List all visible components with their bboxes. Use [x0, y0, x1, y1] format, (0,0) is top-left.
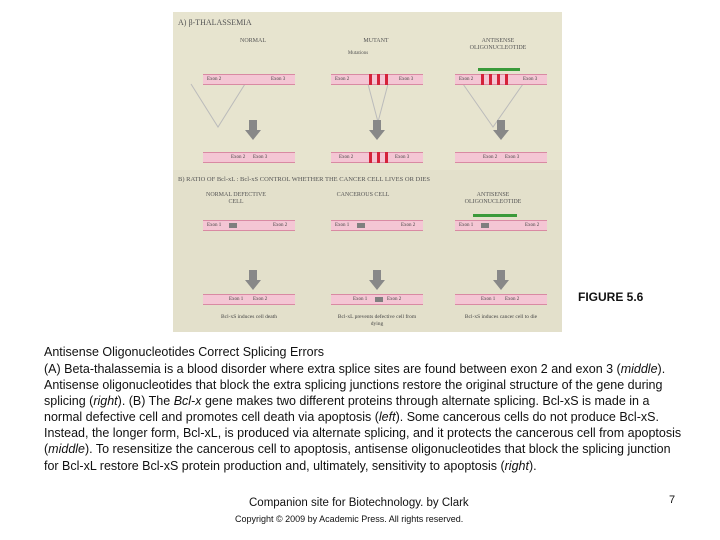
arrow-stem [373, 120, 381, 130]
panel-a-col1-bottom-strip: Exon 2 Exon 3 [203, 152, 295, 163]
exon-label: Exon 2 [459, 77, 474, 82]
mutation-mark [377, 74, 380, 85]
splice-site-mark [357, 223, 365, 228]
antisense-oligo-b [473, 214, 517, 217]
exon-label: Exon 3 [395, 155, 410, 160]
panel-a-col2-top-strip: Exon 2 Exon 3 [331, 74, 423, 85]
panel-a-col3-title: ANTISENSE OLIGONUCLEOTIDE [469, 38, 527, 51]
antisense-oligo-a [478, 68, 520, 71]
arrow-stem [497, 270, 505, 280]
exon-label: Exon 1 [335, 223, 350, 228]
page-number: 7 [669, 494, 676, 506]
mutation-mark [481, 74, 484, 85]
caption-emphasis: Bcl-x [173, 394, 202, 409]
caption-emphasis: right [93, 394, 118, 409]
exon-label: Exon 2 [525, 223, 540, 228]
down-arrow-icon [493, 280, 509, 290]
caption-text: ). [528, 458, 537, 473]
caption-text: ). (B) The [117, 394, 174, 409]
mutation-mark [369, 152, 372, 163]
panel-a-col3-top-strip: Exon 2 Exon 3 [455, 74, 547, 85]
panel-b-col3-top-strip: Exon 1 Exon 2 [455, 220, 547, 231]
panel-b-col1-bottom-strip: Exon 1 Exon 2 [203, 294, 295, 305]
exon-label: Exon 2 [401, 223, 416, 228]
caption-title: Antisense Oligonucleotides Correct Splic… [44, 345, 324, 359]
arrow-stem [249, 270, 257, 280]
panel-b-col2-caption: Bcl-xL prevents defective cell from dyin… [337, 314, 417, 327]
splice-site-mark [229, 223, 237, 228]
down-arrow-icon [369, 130, 385, 140]
exon-label: Exon 2 [335, 77, 350, 82]
mutation-mark [377, 152, 380, 163]
exon-label: Exon 2 [253, 297, 268, 302]
exon-label: Exon 1 [207, 223, 222, 228]
caption-text: ). To resensitize the cancerous cell to … [44, 442, 671, 473]
exon-label: Exon 3 [399, 77, 414, 82]
panel-a-col1-title: NORMAL [239, 38, 266, 44]
splice-site-mark [375, 297, 383, 302]
down-arrow-icon [493, 130, 509, 140]
caption-text: ). Some cancerous cells do not produce B… [44, 410, 682, 457]
exon-label: Exon 2 [387, 297, 402, 302]
panel-a-col2-bottom-strip: Exon 2 Exon 3 [331, 152, 423, 163]
exon-label: Exon 2 [231, 155, 246, 160]
panel-b-col3-title: ANTISENSE OLIGONUCLEOTIDE [464, 192, 522, 205]
exon-label: Exon 2 [273, 223, 288, 228]
panel-a-col2-title: MUTANT [363, 38, 389, 44]
mutation-mark [385, 74, 388, 85]
exon-label: Exon 2 [339, 155, 354, 160]
caption-text: (A) Beta-thalassemia is a blood disorder… [44, 362, 621, 376]
caption-emphasis: left [378, 410, 396, 425]
panel-b-col2-title: CANCEROUS CELL [336, 192, 390, 198]
down-arrow-icon [245, 130, 261, 140]
splicing-figure: A) β-THALASSEMIA NORMAL MUTANT Mutations… [173, 12, 562, 332]
caption-emphasis: middle [48, 442, 85, 457]
mutation-mark [369, 74, 372, 85]
arrow-stem [249, 120, 257, 130]
exon-label: Exon 2 [483, 155, 498, 160]
figure-label: FIGURE 5.6 [578, 290, 644, 304]
exon-label: Exon 1 [481, 297, 496, 302]
exon-label: Exon 2 [207, 77, 222, 82]
panel-a-col3-bottom-strip: Exon 2 Exon 3 [455, 152, 547, 163]
exon-label: Exon 2 [505, 297, 520, 302]
exon-label: Exon 1 [353, 297, 368, 302]
mutation-mark [385, 152, 388, 163]
panel-a-col1-top-strip: Exon 2 Exon 3 [203, 74, 295, 85]
exon-label: Exon 3 [505, 155, 520, 160]
down-arrow-icon [369, 280, 385, 290]
panel-b-col2-bottom-strip: Exon 1 Exon 2 [331, 294, 423, 305]
caption-emphasis: right [504, 458, 529, 473]
copyright-text: Copyright © 2009 by Academic Press. All … [235, 514, 464, 524]
panel-b-bg [173, 170, 562, 332]
panel-a-label: A) β-THALASSEMIA [178, 18, 252, 27]
caption-text: gene makes two different proteins throug… [44, 394, 650, 425]
panel-b-col1-top-strip: Exon 1 Exon 2 [203, 220, 295, 231]
exon-label: Exon 1 [459, 223, 474, 228]
mutation-mark [505, 74, 508, 85]
panel-b-col3-bottom-strip: Exon 1 Exon 2 [455, 294, 547, 305]
exon-label: Exon 1 [229, 297, 244, 302]
arrow-stem [497, 120, 505, 130]
exon-label: Exon 3 [253, 155, 268, 160]
panel-b-col3-caption: Bcl-xS induces cancer cell to die [464, 314, 538, 320]
panel-b-col1-title: NORMAL DEFECTIVE CELL [206, 192, 266, 205]
down-arrow-icon [245, 280, 261, 290]
mutation-mark [489, 74, 492, 85]
exon-label: Exon 3 [523, 77, 538, 82]
panel-b-col2-top-strip: Exon 1 Exon 2 [331, 220, 423, 231]
mutation-mark [497, 74, 500, 85]
panel-a-mutations-note: Mutations [347, 51, 369, 56]
panel-b-col1-caption: Bcl-xS induces cell death [220, 314, 278, 320]
splice-site-mark [481, 223, 489, 228]
companion-site-text: Companion site for Biotechnology. by Cla… [249, 497, 469, 509]
arrow-stem [373, 270, 381, 280]
exon-label: Exon 3 [271, 77, 286, 82]
caption-emphasis: middle [620, 362, 658, 376]
caption-text: ). Antisense oligonucleotides that block… [44, 362, 666, 409]
panel-b-label: B) RATIO OF Bcl-xL : Bcl-xS CONTROL WHET… [178, 176, 430, 183]
caption-body: (A) Beta-thalassemia is a blood disorder… [44, 361, 684, 474]
